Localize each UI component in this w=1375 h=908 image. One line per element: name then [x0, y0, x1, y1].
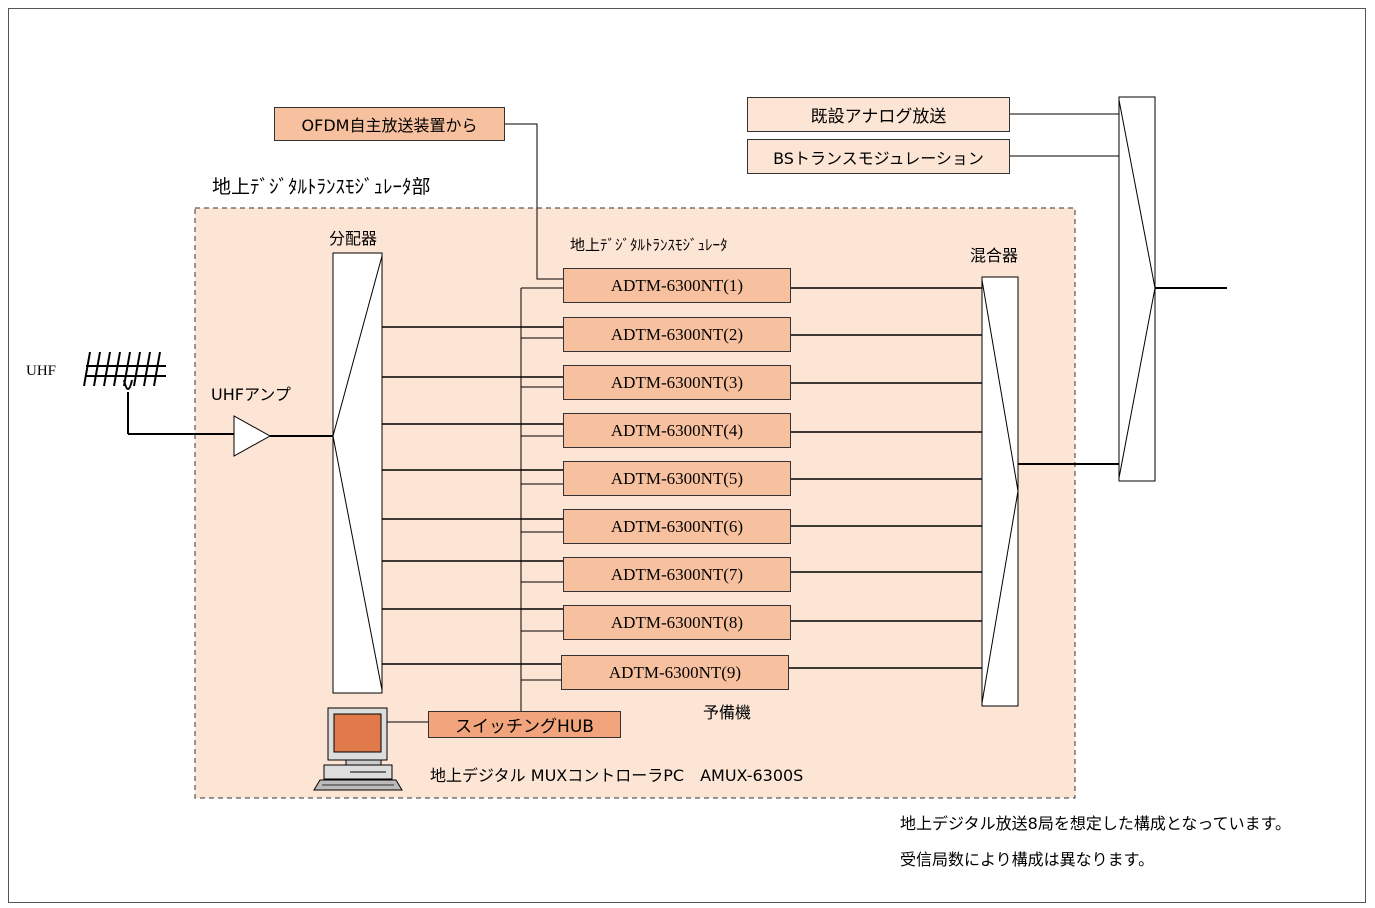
controller-pc-label: 地上デジタル MUXコントローラPC AMUX-6300S: [430, 766, 804, 785]
module-box: ADTM-6300NT(2): [563, 317, 791, 352]
module-box: ADTM-6300NT(4): [563, 413, 791, 448]
page-frame: [8, 8, 1366, 903]
uhf-amplifier-icon: [233, 415, 272, 457]
switching-hub-box: スイッチングHUB: [428, 711, 621, 738]
uhf-amp-label: UHFアンプ: [211, 385, 291, 404]
ofdm-feed-line: [505, 123, 563, 280]
uhf-label: UHF: [26, 363, 57, 379]
mixer-label: 混合器: [970, 246, 1019, 265]
note-line-1: 地上デジタル放送8局を想定した構成となっています。: [900, 814, 1291, 833]
module-box: ADTM-6300NT(3): [563, 365, 791, 400]
mixer-icon: [981, 276, 1019, 707]
module-box: ADTM-6300NT(7): [563, 557, 791, 592]
computer-icon: [313, 707, 403, 791]
module-box: ADTM-6300NT(5): [563, 461, 791, 496]
module-box: ADTM-6300NT(6): [563, 509, 791, 544]
final-combiner-icon: [1118, 96, 1156, 482]
module-box: ADTM-6300NT(9): [561, 655, 789, 690]
modulator-group-label: 地上ﾃﾞｼﾞﾀﾙﾄﾗﾝｽﾓｼﾞｭﾚｰﾀ: [570, 236, 728, 254]
spare-label: 予備機: [703, 703, 752, 722]
ofdm-source-box: OFDM自主放送装置から: [274, 107, 505, 141]
section-title: 地上ﾃﾞｼﾞﾀﾙﾄﾗﾝｽﾓｼﾞｭﾚｰﾀ部: [212, 176, 431, 198]
analog-source-box: 既設アナログ放送: [747, 97, 1010, 132]
bs-source-box: BSトランスモジュレーション: [747, 139, 1010, 174]
splitter-icon: [332, 252, 383, 694]
antenna-icon: [83, 351, 234, 435]
module-box: ADTM-6300NT(8): [563, 605, 791, 640]
hub-bus-lines: [520, 287, 563, 712]
module-box: ADTM-6300NT(1): [563, 268, 791, 303]
note-line-2: 受信局数により構成は異なります。: [900, 850, 1155, 869]
module-output-lines: [789, 287, 982, 669]
splitter-output-lines: [382, 326, 563, 665]
splitter-label: 分配器: [329, 229, 378, 248]
